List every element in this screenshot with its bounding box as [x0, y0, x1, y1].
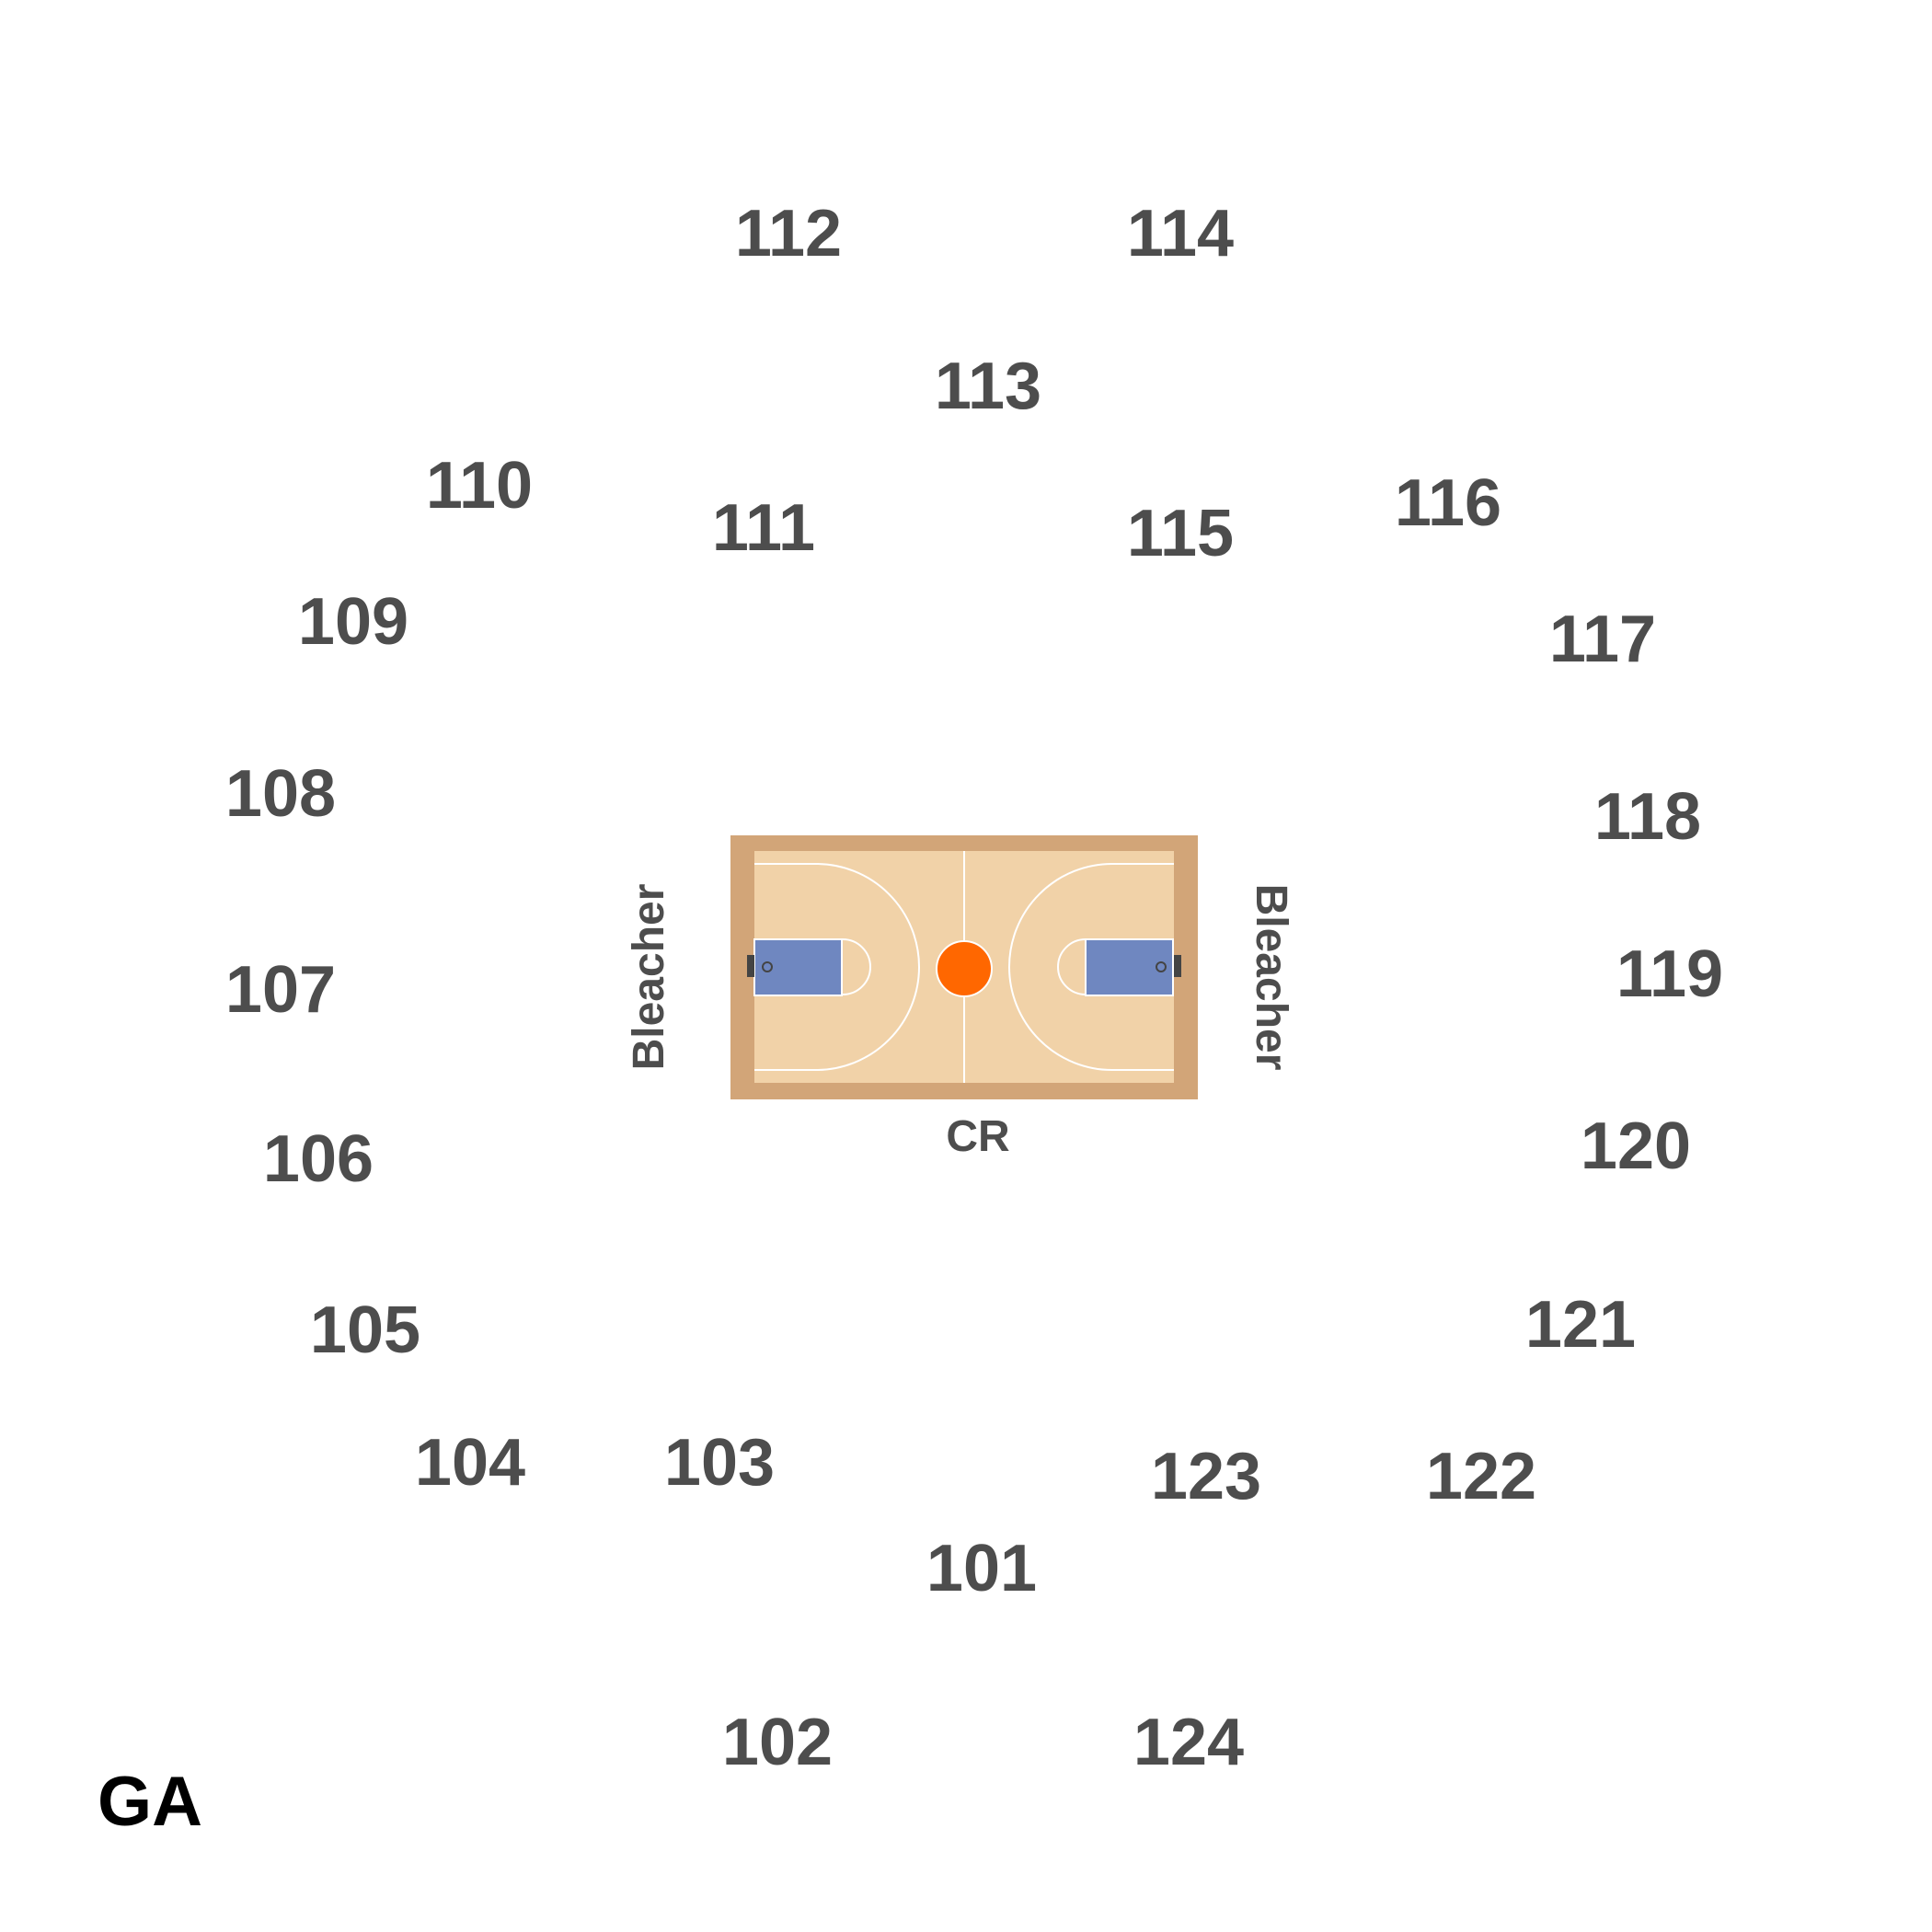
section-116[interactable]: 116: [1395, 466, 1501, 540]
section-102[interactable]: 102: [722, 1706, 833, 1779]
section-111[interactable]: 111: [712, 491, 815, 565]
right-key: [1085, 938, 1174, 996]
section-106[interactable]: 106: [263, 1122, 374, 1196]
section-119[interactable]: 119: [1616, 937, 1723, 1011]
section-121[interactable]: 121: [1525, 1288, 1636, 1362]
section-104[interactable]: 104: [415, 1426, 525, 1500]
section-117[interactable]: 117: [1549, 603, 1656, 676]
right-free-throw-circle: [1057, 938, 1087, 995]
left-hoop: [762, 961, 773, 972]
section-123[interactable]: 123: [1151, 1440, 1261, 1513]
section-109[interactable]: 109: [298, 585, 408, 659]
section-120[interactable]: 120: [1581, 1110, 1691, 1183]
left-three-point-line: [754, 863, 920, 1071]
right-backboard: [1174, 955, 1181, 977]
section-110[interactable]: 110: [426, 449, 533, 523]
center-circle: [936, 940, 993, 997]
courtside-label[interactable]: CR: [946, 1112, 1009, 1161]
section-114[interactable]: 114: [1127, 197, 1234, 270]
left-key: [753, 938, 843, 996]
section-112[interactable]: 112: [735, 197, 842, 270]
bleacher-left-label[interactable]: Bleacher: [625, 884, 673, 1071]
left-free-throw-circle: [842, 938, 871, 995]
general-admission-label[interactable]: GA: [98, 1763, 202, 1841]
section-122[interactable]: 122: [1426, 1440, 1536, 1513]
bleacher-right-label[interactable]: Bleacher: [1247, 884, 1295, 1071]
seating-sections: 112 114 113 110 111 115 116 109 117 108 …: [225, 197, 1723, 1779]
section-124[interactable]: 124: [1133, 1706, 1244, 1779]
section-103[interactable]: 103: [664, 1426, 775, 1500]
left-backboard: [747, 955, 754, 977]
section-101[interactable]: 101: [926, 1532, 1037, 1605]
section-113[interactable]: 113: [935, 350, 1041, 423]
basketball-court: [730, 835, 1198, 1099]
section-118[interactable]: 118: [1594, 780, 1701, 854]
section-107[interactable]: 107: [225, 953, 336, 1027]
section-105[interactable]: 105: [310, 1294, 420, 1367]
section-115[interactable]: 115: [1127, 497, 1234, 570]
right-three-point-line: [1008, 863, 1174, 1071]
section-108[interactable]: 108: [225, 757, 336, 831]
right-hoop: [1156, 961, 1167, 972]
